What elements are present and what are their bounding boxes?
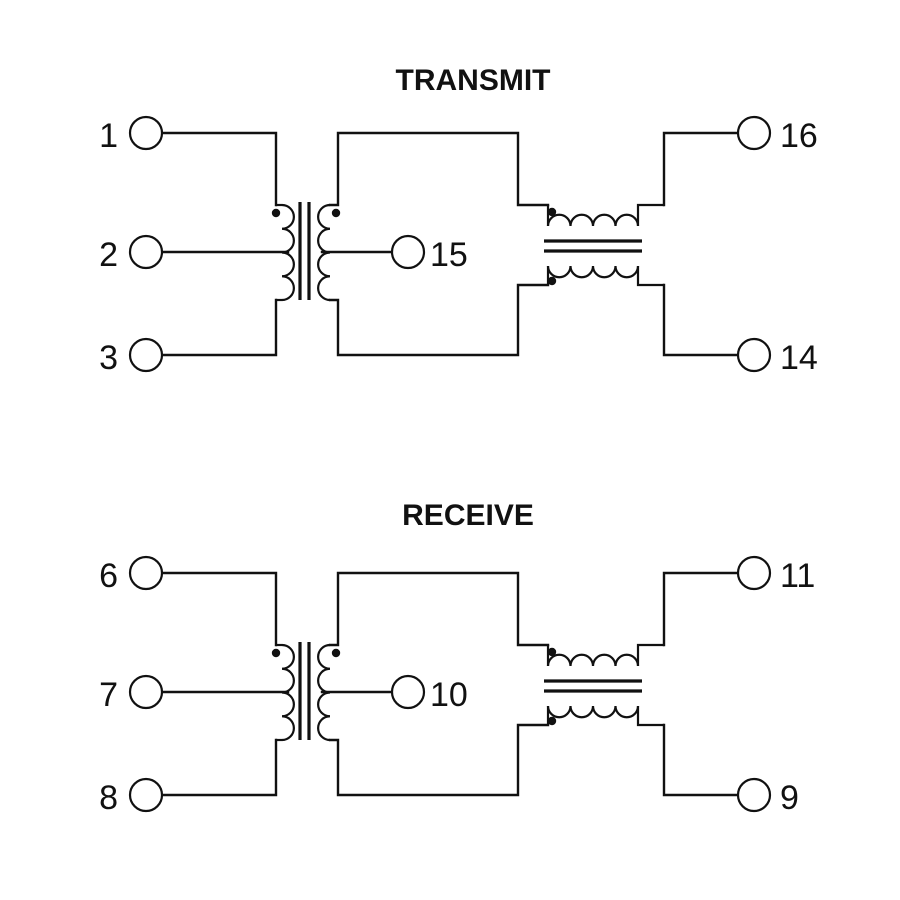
wire-left-bot (160, 298, 278, 357)
polarity-dot (547, 647, 557, 657)
pin-label-left-bot: 3 (99, 339, 118, 377)
pin-label-center-tap: 10 (430, 676, 468, 714)
wire-sec-bot (328, 723, 550, 797)
pin-label-right-bot: 9 (780, 779, 799, 817)
choke-upper-coil (546, 213, 640, 227)
terminal-right-top (736, 555, 772, 591)
wire-right-top (662, 571, 740, 647)
wire-right-bot (662, 283, 740, 357)
pin-label-right-bot: 14 (780, 339, 818, 377)
section-title-transmit: TRANSMIT (396, 64, 551, 97)
polarity-dot (331, 648, 341, 658)
polarity-dot (271, 648, 281, 658)
terminal-left-mid (128, 674, 164, 710)
terminal-center-tap (390, 674, 426, 710)
choke-lower-out (636, 706, 664, 727)
wire-left-top (160, 131, 278, 207)
pin-label-left-bot: 8 (99, 779, 118, 817)
section-title-receive: RECEIVE (402, 499, 534, 532)
wire-left-bot (160, 738, 278, 797)
polarity-dot (271, 208, 281, 218)
terminal-left-top (128, 115, 164, 151)
pin-label-left-top: 6 (99, 557, 118, 595)
choke-lower-out (636, 266, 664, 287)
terminal-left-bot (128, 777, 164, 813)
terminal-left-top (128, 555, 164, 591)
wire-sec-top (328, 571, 550, 647)
polarity-dot (331, 208, 341, 218)
receive-section: RECEIVE 6 7 8 10 11 9 (99, 499, 815, 817)
terminal-right-bot (736, 777, 772, 813)
wire-right-top (662, 131, 740, 207)
polarity-dot (547, 276, 557, 286)
pin-label-right-top: 16 (780, 117, 818, 155)
terminal-right-top (736, 115, 772, 151)
pin-label-center-tap: 15 (430, 236, 468, 274)
wire-sec-bot (328, 283, 550, 357)
wire-sec-top (328, 131, 550, 207)
transmit-section: TRANSMIT 1 2 3 15 16 14 (99, 64, 818, 377)
terminal-center-tap (390, 234, 426, 270)
wire-right-bot (662, 723, 740, 797)
choke-lower-coil (546, 265, 640, 279)
polarity-dot (547, 207, 557, 217)
terminal-left-mid (128, 234, 164, 270)
wire-left-top (160, 571, 278, 647)
pin-label-left-mid: 7 (99, 676, 118, 714)
polarity-dot (547, 716, 557, 726)
choke-lower-coil (546, 705, 640, 719)
choke-upper-out (636, 643, 664, 666)
terminal-right-bot (736, 337, 772, 373)
pin-label-left-top: 1 (99, 117, 118, 155)
primary-coil (281, 203, 295, 302)
terminal-left-bot (128, 337, 164, 373)
primary-coil (281, 643, 295, 742)
pin-label-right-top: 11 (780, 557, 815, 595)
choke-upper-coil (546, 653, 640, 667)
choke-upper-out (636, 203, 664, 226)
pin-label-left-mid: 2 (99, 236, 118, 274)
